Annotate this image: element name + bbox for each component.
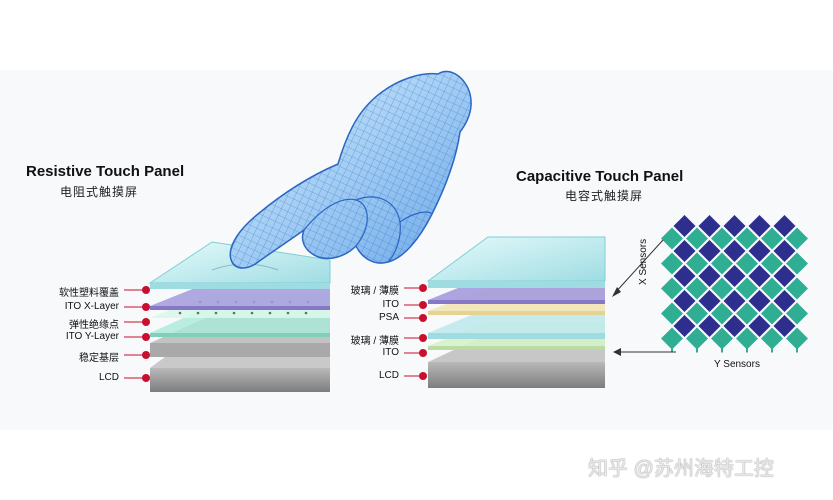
y-sensor-diamond <box>786 327 808 350</box>
capacitive-glass-top-layer <box>426 236 606 288</box>
x-sensor-diamond <box>723 215 746 237</box>
x-sensor-diamond <box>773 240 796 262</box>
y-sensor-diamond <box>761 327 783 350</box>
resistive-layer-label: ITO X-Layer <box>64 301 119 312</box>
watermark: 知乎 @苏州海特工控 <box>588 458 774 480</box>
x-sensor-diamond <box>773 215 796 237</box>
resistive-markers <box>124 286 150 382</box>
x-sensor-diamond <box>723 290 746 312</box>
wireframe-hand-illustration <box>229 70 472 269</box>
capacitive-layer-label: 玻璃 / 薄膜 <box>350 286 399 297</box>
y-sensor-diamond <box>711 227 733 250</box>
x-sensor-diamond <box>748 265 771 287</box>
y-sensors-label: Y Sensors <box>714 359 760 370</box>
y-sensor-diamond <box>786 302 808 325</box>
resistive-layer-label: 弹性绝缘点 <box>69 320 119 331</box>
sensor-grid <box>661 215 808 353</box>
y-sensor-diamond <box>661 327 683 350</box>
y-sensor-diamond <box>736 227 758 250</box>
x-sensor-diamond <box>698 215 721 237</box>
x-sensor-diamond <box>773 265 796 287</box>
resistive-subtitle: 电阻式触摸屏 <box>60 185 139 199</box>
y-sensor-diamond <box>736 302 758 325</box>
x-sensor-diamond <box>698 290 721 312</box>
y-sensor-diamond <box>761 302 783 325</box>
resistive-title: Resistive Touch Panel <box>26 163 185 180</box>
y-sensor-diamond <box>736 277 758 300</box>
x-sensor-diamond <box>748 290 771 312</box>
x-sensor-diamond <box>673 215 696 237</box>
sensor-arrows <box>612 239 676 356</box>
y-sensor-diamond <box>661 252 683 275</box>
x-sensor-diamond <box>748 215 771 237</box>
y-sensor-diamond <box>686 227 708 250</box>
y-sensor-diamond <box>761 277 783 300</box>
x-sensors-label: X Sensors <box>638 238 649 285</box>
y-sensor-diamond <box>711 252 733 275</box>
y-sensor-diamond <box>711 327 733 350</box>
y-sensor-diamond <box>686 252 708 275</box>
y-sensor-diamond <box>711 302 733 325</box>
y-sensor-diamond <box>661 302 683 325</box>
capacitive-layer-label: LCD <box>378 370 399 381</box>
capacitive-layer-label: PSA <box>378 312 399 323</box>
resistive-layer-label: 软性塑料覆盖 <box>59 288 119 299</box>
x-sensor-diamond <box>698 315 721 337</box>
x-sensor-diamond <box>673 265 696 287</box>
capacitive-layer-label: ITO <box>382 299 399 310</box>
y-sensor-diamond <box>661 277 683 300</box>
x-sensor-diamond <box>723 240 746 262</box>
capacitive-title: Capacitive Touch Panel <box>516 168 684 185</box>
capacitive-layer-label: ITO <box>382 347 399 358</box>
y-sensor-diamond <box>711 277 733 300</box>
x-sensor-diamond <box>723 315 746 337</box>
x-sensor-diamond <box>673 240 696 262</box>
capacitive-stack <box>426 236 606 388</box>
resistive-layer-label: LCD <box>98 372 119 383</box>
x-sensor-diamond <box>748 315 771 337</box>
y-sensor-diamond <box>686 327 708 350</box>
y-sensor-diamond <box>661 227 683 250</box>
capacitive-subtitle: 电容式触摸屏 <box>565 189 644 203</box>
x-sensor-diamond <box>698 240 721 262</box>
y-sensor-diamond <box>786 252 808 275</box>
y-sensor-diamond <box>761 227 783 250</box>
y-sensor-diamond <box>786 277 808 300</box>
y-sensor-diamond <box>761 252 783 275</box>
resistive-layer-label: ITO Y-Layer <box>65 331 119 342</box>
resistive-stack <box>148 241 331 392</box>
x-sensor-diamond <box>773 315 796 337</box>
x-sensor-diamond <box>723 265 746 287</box>
x-sensor-diamond <box>773 290 796 312</box>
x-sensor-diamond <box>698 265 721 287</box>
capacitive-layer-label: 玻璃 / 薄膜 <box>350 336 399 347</box>
capacitive-markers <box>404 284 427 380</box>
x-sensor-diamond <box>748 240 771 262</box>
y-sensor-diamond <box>686 277 708 300</box>
resistive-layer-label: 稳定基层 <box>79 353 119 364</box>
x-sensor-diamond <box>673 290 696 312</box>
y-sensor-diamond <box>736 252 758 275</box>
y-sensor-diamond <box>786 227 808 250</box>
y-sensor-diamond <box>686 302 708 325</box>
y-sensor-diamond <box>736 327 758 350</box>
x-sensor-diamond <box>673 315 696 337</box>
